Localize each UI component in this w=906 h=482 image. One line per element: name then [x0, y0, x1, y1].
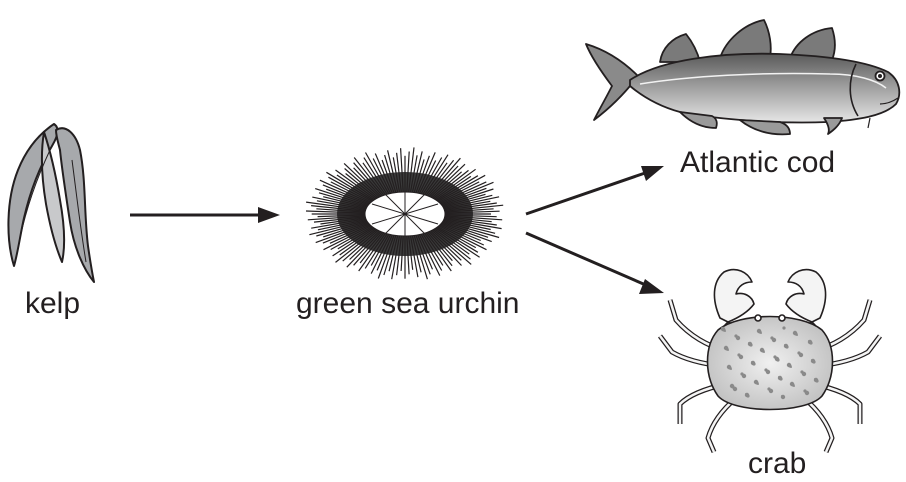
- kelp-icon: [8, 124, 94, 282]
- arrow-urchin-to-cod: [526, 166, 664, 214]
- crab-icon: [660, 270, 880, 452]
- cod-label: Atlantic cod: [680, 145, 835, 181]
- sea-urchin-label: green sea urchin: [296, 286, 519, 322]
- cod-icon: [586, 20, 899, 134]
- arrow-kelp-to-urchin: [130, 207, 280, 223]
- sea-urchin-icon: [306, 147, 503, 279]
- arrow-urchin-to-crab: [526, 233, 664, 294]
- kelp-label: kelp: [25, 286, 80, 322]
